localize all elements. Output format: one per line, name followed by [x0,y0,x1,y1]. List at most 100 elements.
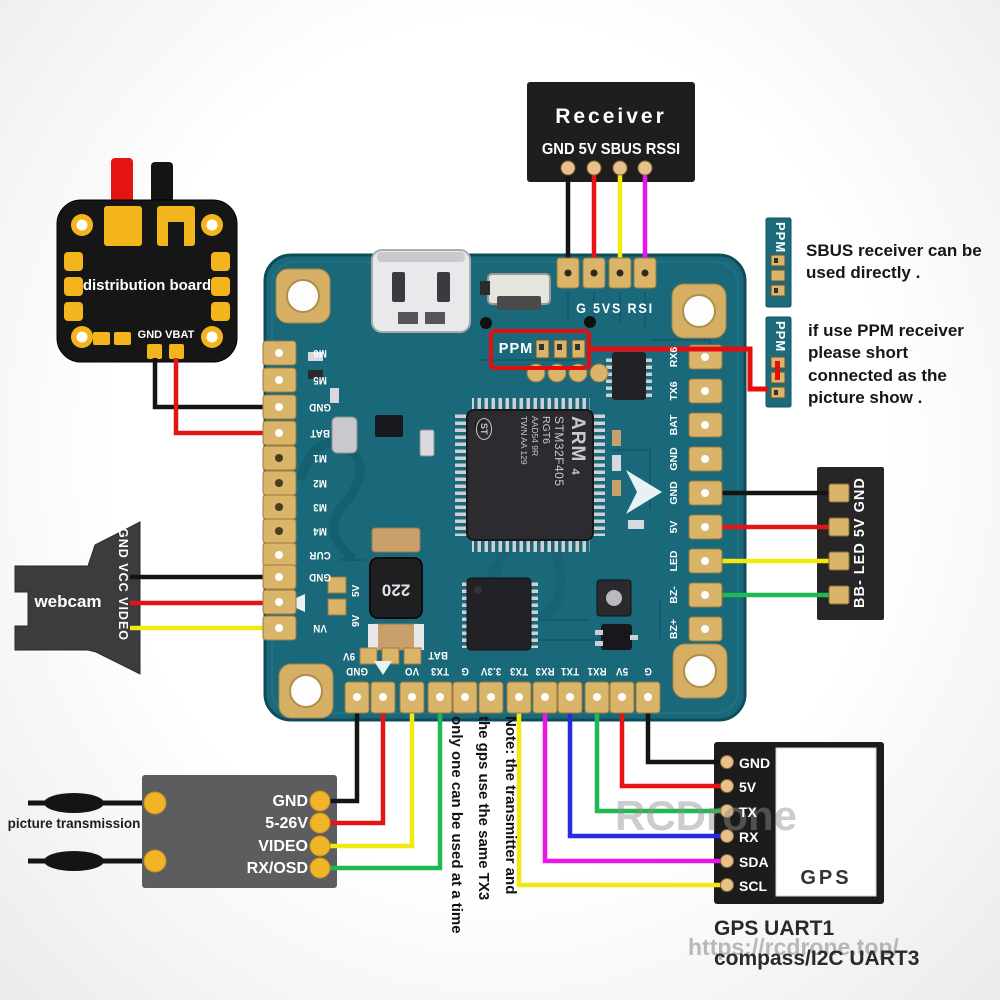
fc-silk-9v: 9V [342,650,356,663]
fc-right-pads [688,344,723,642]
led-connector-pads [828,483,850,605]
fc-left-pin-label: VN [313,622,327,635]
mcu-lot: AAD54 9R TWN AA 129 [518,416,540,465]
wire-vtx-pwr [324,698,386,826]
vtx-pin-label: 5-26V [265,815,308,832]
fc-top-pins-label: G 5VS RSI [576,300,654,316]
fc-silk-9v2: 9V [351,614,362,627]
vtx-pin-label: GND [272,793,308,810]
mounting-holes [275,268,728,719]
webcam-label: webcam [34,592,102,611]
ppm-tab-label: PPM [773,222,788,254]
mcu-chip [455,398,605,552]
wire-dist-gnd [152,358,274,410]
ppm-annotation [489,329,780,392]
wire-gps-gnd [645,698,725,765]
fc-right-pin-label: RX6 [668,346,680,368]
fc-right-pin-label: TX6 [668,381,680,401]
fc-right-pin-label: LED [668,550,680,572]
vtx-pin-label: VIDEO [258,838,308,855]
vtx-graphic [28,775,337,888]
gps-pins [720,755,734,892]
gyro-chip [462,577,538,651]
fc-left-pin-label: M3 [313,501,327,514]
wire-gps-tx [594,698,725,814]
fc-left-pin-label: M1 [313,452,327,465]
distribution-board-graphic [56,158,238,363]
fc-left-pin-label: M2 [313,477,327,490]
wire-gps-sda [542,698,725,864]
webcam-graphic [14,521,141,675]
fc-bottom-pin-label: TX1 [560,665,580,678]
gps-label: GPS [800,867,852,889]
direction-arrow-icon [626,470,662,514]
usb-connector [371,249,471,333]
fc-bottom-pin-label: 5V [615,665,629,678]
distribution-board-pins-label: GND VBAT [137,329,195,341]
distribution-board-screw-holes [71,214,223,348]
mcu-brand: ARM [567,416,588,463]
gps-pin-label: SDA [739,854,769,870]
fc-left-pin-label: M6 [313,347,327,360]
mcu-part: STM32F405 [552,416,566,487]
boot-switch [480,273,551,310]
receiver-pins [560,160,653,176]
fc-right-pin-label: BZ- [668,586,680,604]
fc-left-pin-label: CUR [309,549,331,562]
fc-left-pin-label: BAT [310,427,330,440]
wire-gps-scl [516,698,725,888]
gps-pin-label: SCL [739,878,767,894]
gps-caption: GPS UART1 compass/I2C UART3 [714,917,920,971]
transmitter-gps-note: Note: the transmitter and the gps use th… [448,716,519,934]
wire-gps-rx [567,698,725,839]
fc-silk-bat: BAT [428,649,448,662]
receiver-box [527,82,695,182]
fc-bottom-pin-label: TX3 [509,665,529,678]
fc-right-pin-label: BAT [668,414,680,436]
watermark-brand: RCDrone [615,792,798,839]
receiver-pins-label: GND 5V SBUS RSSI [541,141,681,158]
gps-pin-label: 5V [739,779,757,795]
fc-bottom-pin-label: VO [404,665,420,678]
picture-transmission-label: picture transmission [7,816,141,831]
fc-bottom-pin-label: GND [345,665,369,678]
barometer-chip [596,579,632,617]
st-logo: ST [476,418,492,440]
watermark-url: https://rcdrone.top/ [688,934,899,960]
wire-gps-5v [619,698,725,789]
wire-dist-vbat [173,358,274,436]
wire-vtx-video [324,698,415,849]
fc-bottom-pin-label: 3.3V [480,665,502,678]
fc-bottom-pin-label: RX1 [587,665,607,678]
led-connector-pins-label: BB- LED 5V GND [852,477,868,608]
fc-bottom-pads [344,681,661,714]
bottom-marker-icon [374,661,392,675]
gps-pin-label: RX [739,829,759,845]
fc-bottom-pin-label: RX3 [535,665,555,678]
wire-vtx-rxosd [324,698,443,871]
mcu-core-mark: 4 [569,468,581,476]
fc-right-pin-label: 5V [668,520,680,534]
fc-left-pin-label: GND [308,571,332,584]
webcam-pins-label: GND VCC VIDEO [116,528,130,642]
small-ic [606,352,652,400]
fc-right-pin-label: GND [668,447,680,471]
distribution-board-label: distribution board [82,277,212,294]
fc-left-pads [262,340,297,641]
gps-pin-label: GND [739,755,771,771]
inductor [369,557,423,619]
fc-left-pin-label: M5 [313,374,327,387]
fc-left-pin-label: M4 [313,525,327,538]
led-connector-box [817,467,884,620]
mcu-text: ARM 4 STM32F405 RGT6 AAD54 9R TWN AA 129… [476,416,588,538]
vtx-pads [143,790,331,879]
ppm-tab-1 [765,217,792,308]
mcu-suffix: RGT6 [540,416,552,445]
fc-ppm-label: PPM [498,341,534,357]
fc-bottom-pin-label: TX3 [430,665,450,678]
sbus-annotation: SBUS receiver can be used directly . [806,241,982,283]
fc-top-pads [556,257,657,289]
receiver-title: Receiver [555,105,667,128]
gps-pin-label: TX [739,804,757,820]
